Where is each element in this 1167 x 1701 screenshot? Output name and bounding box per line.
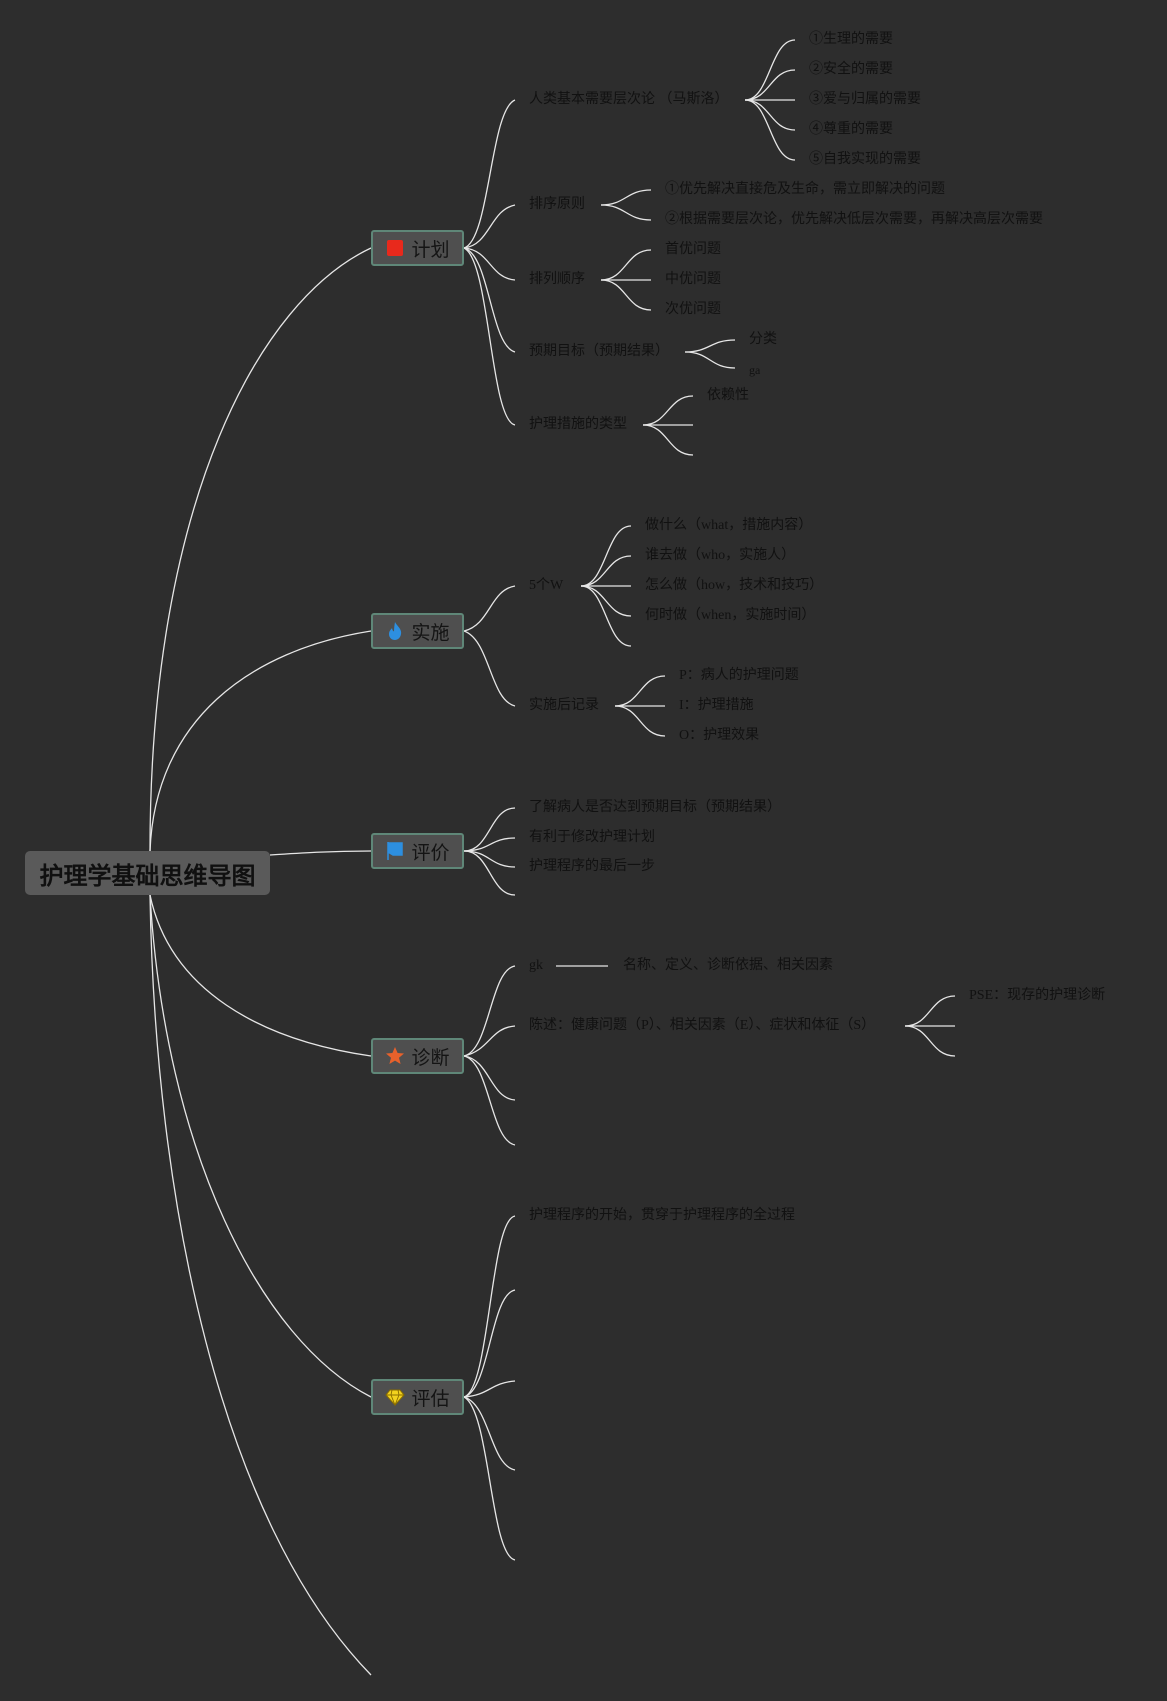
record-item: I：护理措施 (679, 698, 754, 713)
maslow-item: ②安全的需要 (809, 62, 893, 77)
link-root-evaluate (269, 850, 372, 856)
flag-icon (385, 841, 405, 861)
branch-evaluate-label: 评价 (411, 841, 450, 864)
branch-assess-label: 评估 (411, 1387, 450, 1410)
five-w-item: 何时做（when，实施时间） (645, 608, 816, 623)
implement-record-label: 实施后记录 (529, 698, 599, 713)
link-plan-goal (463, 247, 516, 353)
maslow-item: ①生理的需要 (809, 32, 893, 47)
diagnose-gk-child: 名称、定义、诊断依据、相关因素 (623, 958, 833, 973)
five-w-item: 谁去做（who，实施人） (645, 548, 796, 563)
maslow-item: ⑤自我实现的需要 (809, 152, 921, 167)
evaluate-item: 了解病人是否达到预期目标（预期结果） (529, 800, 781, 815)
link-plan-order-principle (463, 204, 516, 249)
order-sequence-item: 首优问题 (665, 242, 721, 257)
link-plan-maslow (463, 99, 516, 249)
maslow-item: ③爱与归属的需要 (809, 92, 921, 107)
branch-implement-label: 实施 (411, 621, 450, 644)
assess-item: 护理程序的开始，贯穿于护理程序的全过程 (529, 1208, 795, 1223)
flame-icon (385, 621, 405, 641)
maslow-item: ④尊重的需要 (809, 122, 893, 137)
link-implement-record (463, 630, 516, 707)
record-item: P：病人的护理问题 (679, 668, 799, 683)
order-principle-item: ②根据需要层次论，优先解决低层次需要，再解决高层次需要 (665, 212, 1043, 227)
link-root-assess (149, 894, 372, 1398)
diagnose-statement-label: 陈述：健康问题（P）、相关因素（E）、症状和体征（S） (529, 1018, 876, 1033)
goal-item: ga (749, 363, 761, 377)
plan-goal-label: 预期目标（预期结果） (529, 344, 669, 359)
goal-item: 分类 (749, 332, 777, 347)
link-plan-order-sequence (463, 247, 516, 281)
branch-diagnose-node[interactable]: 诊断 (371, 1038, 464, 1074)
order-sequence-item: 中优问题 (665, 272, 721, 287)
five-w-item: 做什么（what，措施内容） (645, 518, 813, 533)
link-plan-measures (463, 247, 516, 426)
root-node[interactable]: 护理学基础思维导图 (25, 851, 270, 895)
branch-implement-node[interactable]: 实施 (371, 613, 464, 649)
order-sequence-item: 次优问题 (665, 302, 721, 317)
five-w-item: 怎么做（how，技术和技巧） (645, 578, 824, 593)
measures-item: 依赖性 (707, 388, 749, 403)
evaluate-item: 有利于修改护理计划 (529, 830, 655, 845)
statement-item: PSE：现存的护理诊断 (969, 988, 1106, 1003)
star-icon (385, 1046, 405, 1066)
plan-measures-label: 护理措施的类型 (529, 417, 627, 432)
diamond-icon (385, 1387, 406, 1407)
link-root-plan (149, 247, 372, 852)
plan-order-sequence-label: 排列顺序 (529, 272, 585, 287)
red-square-icon (385, 238, 405, 258)
implement-5w-label: 5个W (529, 578, 564, 593)
evaluate-item: 护理程序的最后一步 (529, 859, 655, 874)
link-root-tail (149, 894, 372, 1676)
branch-plan-node[interactable]: 计划 (371, 230, 464, 266)
record-item: O：护理效果 (679, 728, 760, 743)
diagnose-gk-label: gk (529, 958, 543, 973)
link-implement-5w (463, 585, 516, 632)
branch-diagnose-label: 诊断 (411, 1046, 450, 1069)
branch-plan-label: 计划 (411, 238, 450, 261)
branch-assess-node[interactable]: 评估 (371, 1379, 464, 1415)
plan-order-principle-label: 排序原则 (529, 197, 585, 212)
plan-maslow-label: 人类基本需要层次论 （马斯洛） (529, 92, 729, 107)
branch-evaluate-node[interactable]: 评价 (371, 833, 464, 869)
link-root-implement (149, 630, 372, 852)
link-root-diagnose (149, 894, 372, 1057)
order-principle-item: ①优先解决直接危及生命，需立即解决的问题 (665, 182, 945, 197)
